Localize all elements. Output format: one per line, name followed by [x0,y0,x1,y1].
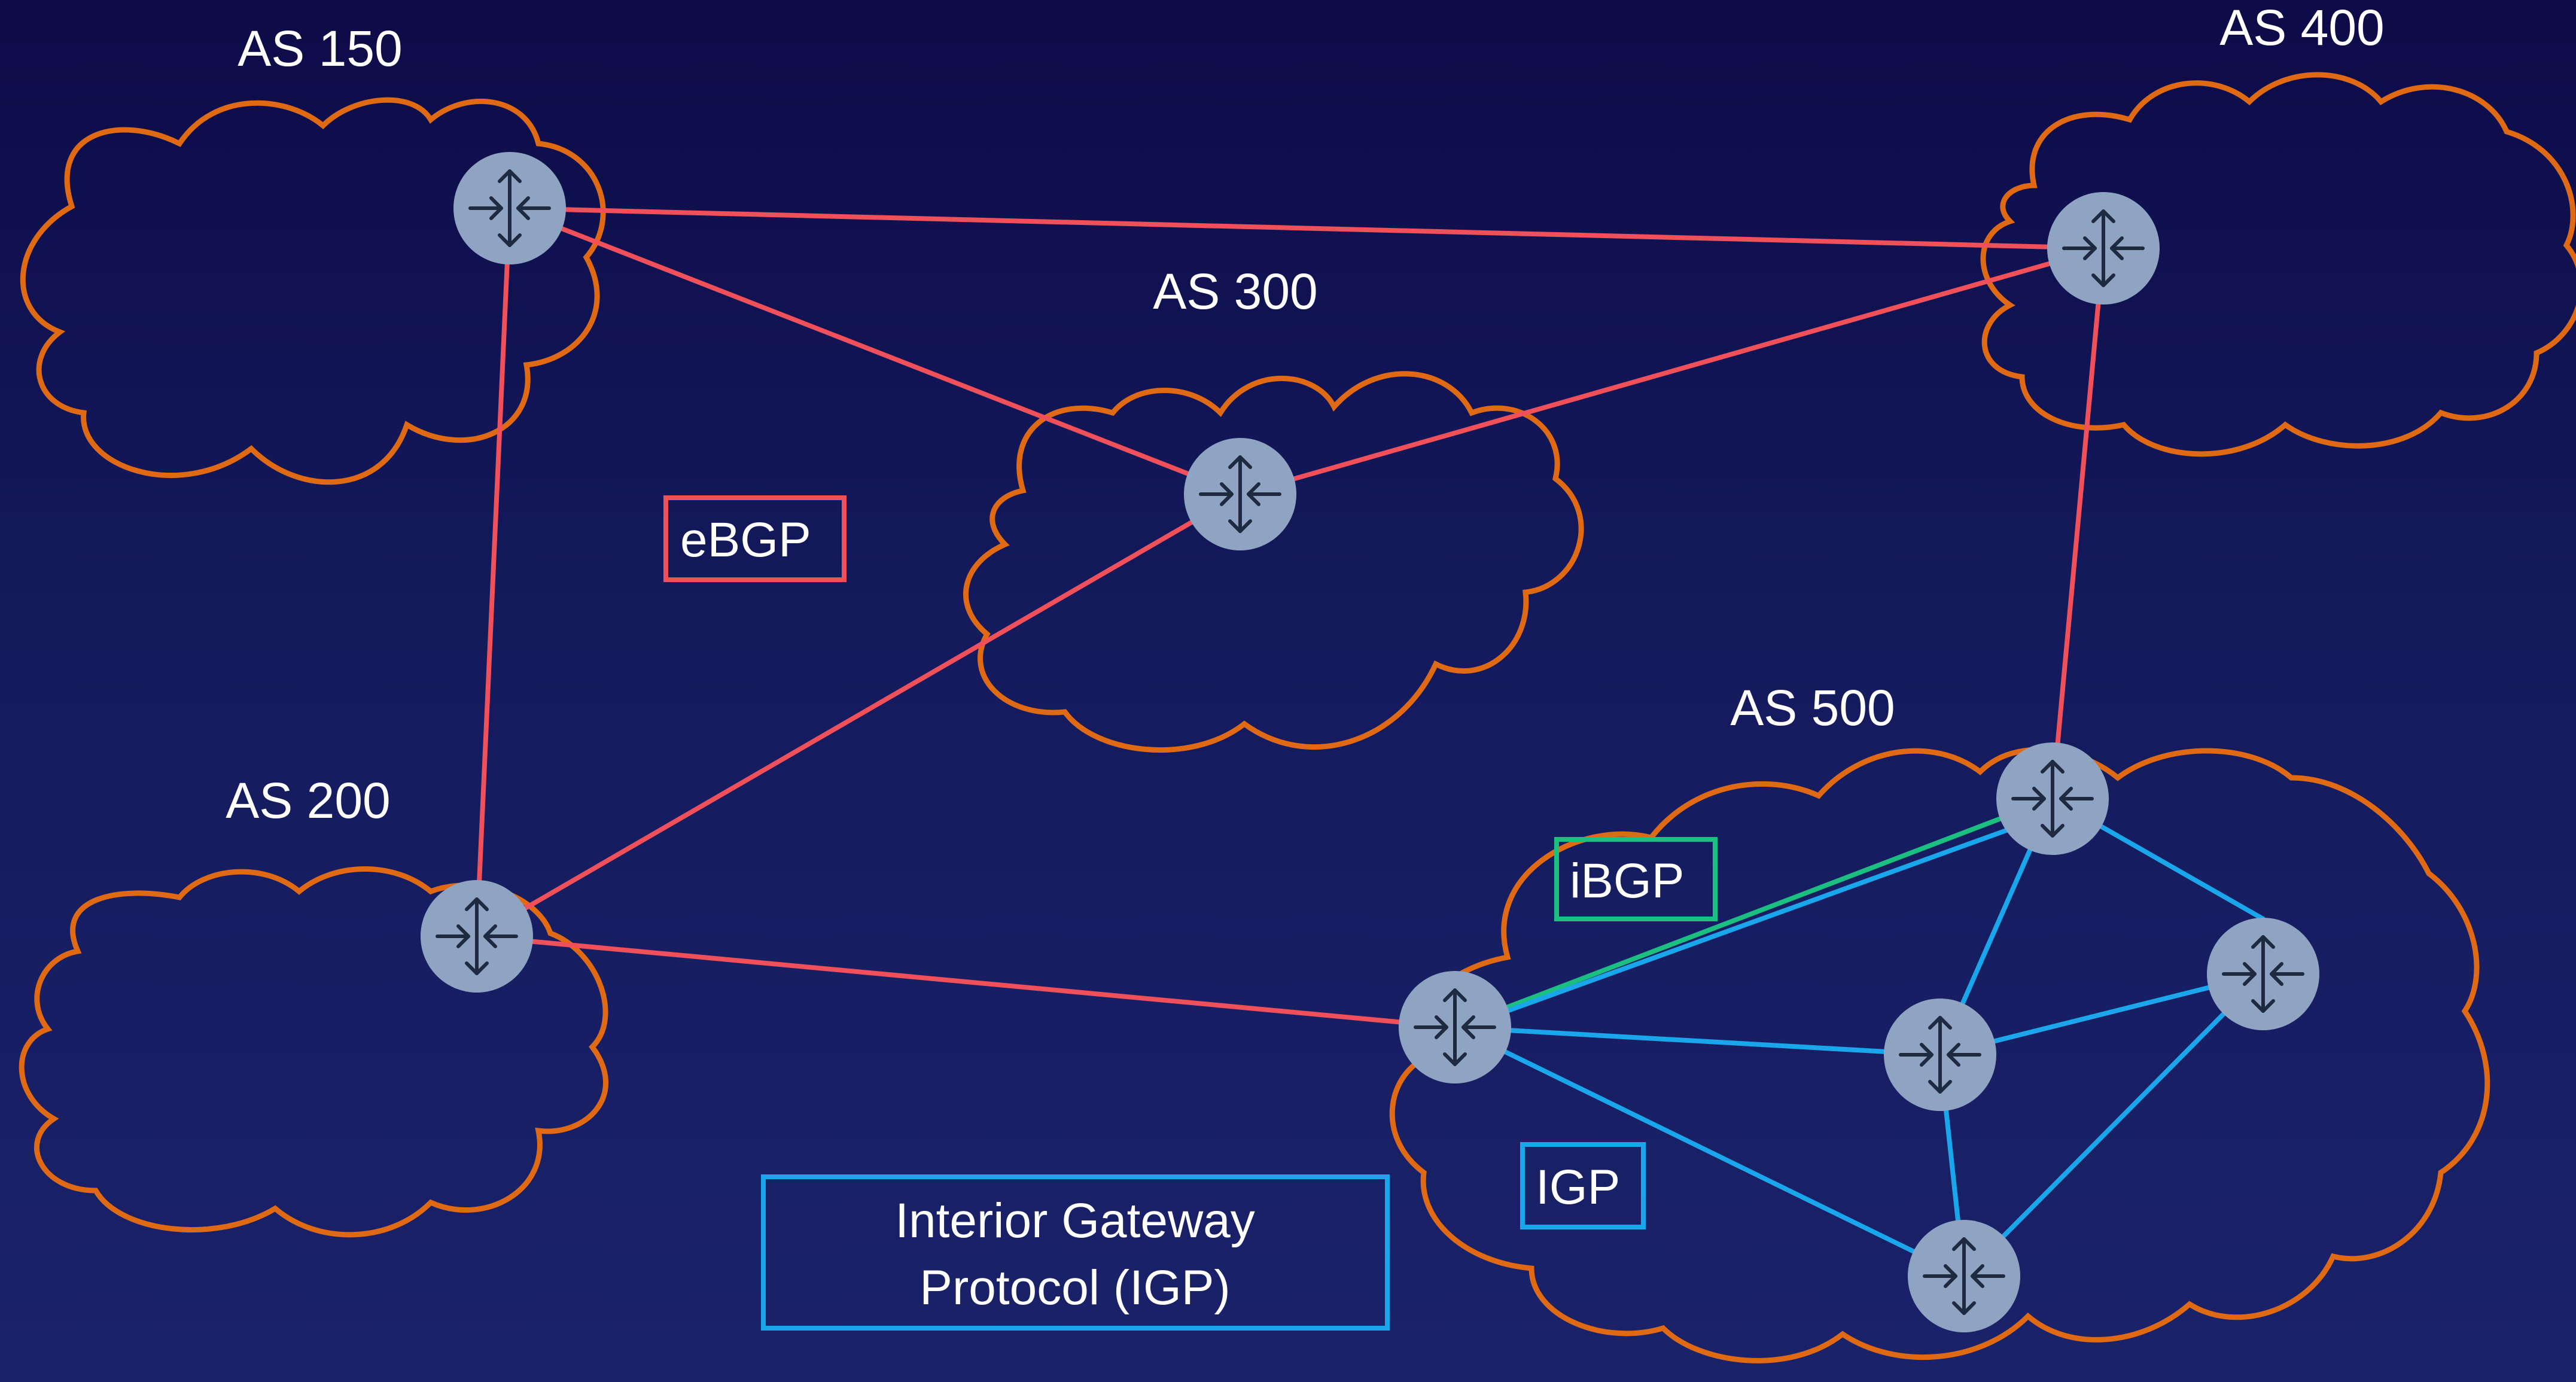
cloud-as200 [19,866,608,1238]
ibgp-legend-label: iBGP [1570,854,1684,908]
igp-link [1453,1025,1942,1057]
link-as150-as400 [507,206,2106,251]
igp-full-legend-box [761,1174,1390,1331]
cloud-as150 [20,97,606,485]
ebgp-legend-label: eBGP [680,513,811,567]
link-as300-as400 [1238,246,2106,497]
router-icon [1996,742,2109,855]
igp-link [1468,811,2055,1027]
router-icon [2207,918,2319,1030]
ebgp-legend-box [663,495,847,582]
igp-legend-box [1520,1142,1646,1229]
router-icon [1884,999,1996,1111]
as-label: AS 300 [1153,263,1318,319]
as-label: AS 400 [2219,0,2385,56]
router-icon [1399,971,1511,1083]
as-label: AS 500 [1730,680,1895,736]
igp-link [1453,1025,1966,1278]
router-icon [1908,1220,2020,1332]
igp-full-legend-line1: Interior Gateway [895,1194,1255,1248]
link-as150-as300 [507,206,1243,497]
igp-legend-label: IGP [1536,1160,1620,1214]
igp-full-legend-line2: Protocol (IGP) [919,1261,1230,1315]
router-icon [2047,192,2160,305]
igp-link [1962,972,2266,1278]
router-icon [421,880,533,993]
link-as200-as500 [474,934,1457,1030]
ibgp-legend-box [1554,837,1718,921]
as-label: AS 200 [226,772,391,829]
cloud-as300 [963,371,1584,753]
cloud-as500 [1389,747,2490,1363]
router-icon [453,152,566,264]
link-ibgp [1453,796,2055,1030]
router-icon [1184,438,1296,550]
as-label: AS 150 [237,20,403,77]
link-as300-as200 [474,492,1243,939]
cloud-as400 [1980,72,2576,457]
link-as150-as200 [474,206,512,939]
link-as400-as500 [2050,246,2106,801]
